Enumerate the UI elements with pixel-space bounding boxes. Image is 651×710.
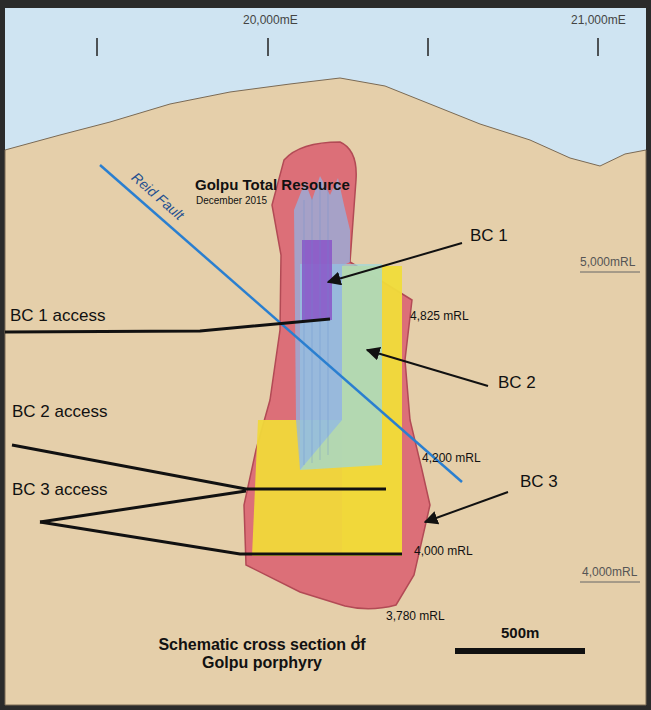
- shaft-lines: [304, 185, 328, 465]
- access-label: BC 3 access: [12, 480, 107, 500]
- rl-label: 4,000mRL: [582, 566, 637, 580]
- callout-label: BC 1: [470, 226, 508, 246]
- bc1-core: [302, 240, 332, 320]
- callout-arrows: [328, 243, 508, 522]
- axis-label: 21,000mE: [571, 14, 626, 28]
- access-drives: [5, 319, 402, 554]
- footnote-number: 1: [355, 634, 361, 646]
- rl-label: 4,825 mRL: [410, 310, 469, 324]
- rl-tick: [580, 582, 640, 583]
- scale-bar: [455, 648, 585, 654]
- scale-label: 500m: [501, 624, 539, 641]
- date-label: December 2015: [196, 195, 267, 207]
- access-label: BC 2 access: [12, 402, 107, 422]
- access-label: BC 1 access: [10, 306, 105, 326]
- porphyry-body: [244, 142, 430, 609]
- callout-label: BC 2: [498, 373, 536, 393]
- rl-label: 5,000mRL: [580, 256, 635, 270]
- figure-caption: Schematic cross section of Golpu porphyr…: [157, 636, 367, 673]
- callout-label: BC 3: [520, 472, 558, 492]
- axis-label: 20,000mE: [243, 14, 298, 28]
- resource-title: Golpu Total Resource: [195, 176, 350, 193]
- sky: [5, 8, 646, 705]
- ground: [5, 78, 646, 705]
- rl-label: 3,780 mRL: [386, 610, 445, 624]
- rl-label: 4,000 mRL: [414, 545, 473, 559]
- axis-ticks: [97, 38, 598, 56]
- rl-label: 4,200 mRL: [422, 452, 481, 466]
- rl-tick: [580, 272, 640, 273]
